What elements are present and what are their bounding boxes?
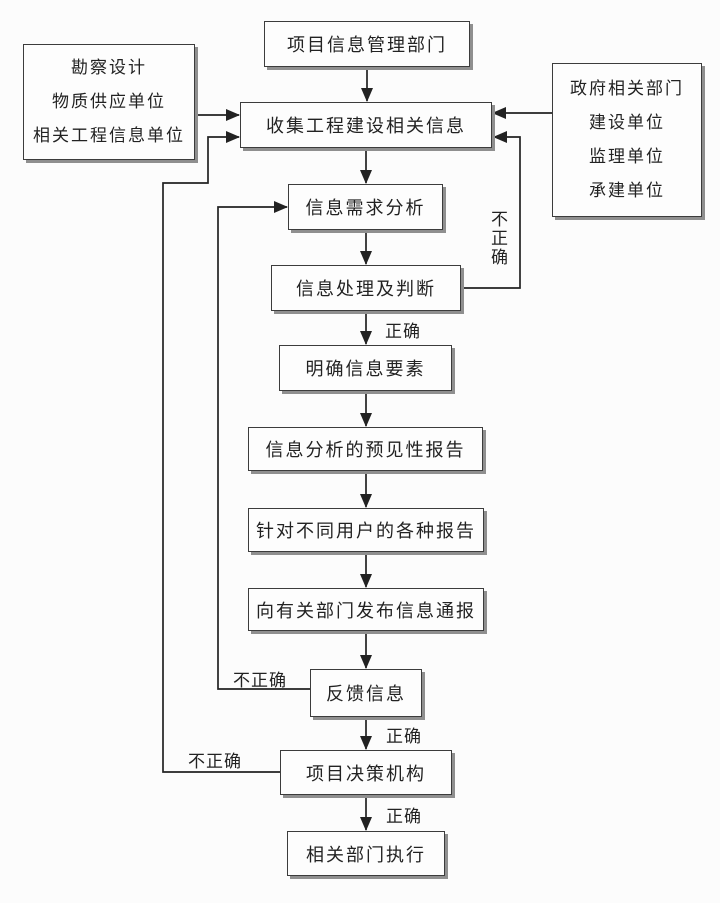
node-label: 项目决策机构 <box>306 763 426 785</box>
node-collect-info: 收集工程建设相关信息 <box>240 102 492 148</box>
edge-label-correct-feedback: 正确 <box>386 727 422 747</box>
node-label: 信息处理及判断 <box>296 279 436 300</box>
node-label: 反馈信息 <box>326 684 406 705</box>
node-label: 项目信息管理部门 <box>287 35 447 56</box>
node-label: 向有关部门发布信息通报 <box>256 600 476 622</box>
node-project-info-dept: 项目信息管理部门 <box>264 21 470 67</box>
node-label: 监理单位 <box>589 147 665 167</box>
node-user-reports: 针对不同用户的各种报告 <box>248 508 484 552</box>
node-clarify-elements: 明确信息要素 <box>279 345 452 391</box>
node-demand-analysis: 信息需求分析 <box>288 184 443 230</box>
edge-label-correct-decision: 正确 <box>386 807 422 827</box>
edge-label-incorrect-decision: 不正确 <box>188 752 242 772</box>
edge-label-correct-process: 正确 <box>385 322 421 342</box>
node-label: 承建单位 <box>589 181 665 201</box>
node-label: 相关部门执行 <box>306 844 426 866</box>
node-label: 相关工程信息单位 <box>33 126 185 146</box>
node-label: 建设单位 <box>589 113 665 133</box>
node-feedback-info: 反馈信息 <box>310 669 422 717</box>
edge-label-incorrect-feedback: 不正确 <box>233 671 287 691</box>
node-left-sources: 勘察设计 物质供应单位 相关工程信息单位 <box>23 44 195 160</box>
node-label: 针对不同用户的各种报告 <box>256 521 476 542</box>
node-label: 信息需求分析 <box>305 198 426 219</box>
node-process-judge: 信息处理及判断 <box>271 265 461 311</box>
node-label: 收集工程建设相关信息 <box>266 116 466 137</box>
node-label: 政府相关部门 <box>570 79 684 99</box>
node-execute-dept: 相关部门执行 <box>287 831 445 876</box>
node-right-sources: 政府相关部门 建设单位 监理单位 承建单位 <box>552 63 702 217</box>
node-label: 明确信息要素 <box>305 359 426 380</box>
node-decision-body: 项目决策机构 <box>280 750 452 795</box>
node-label: 勘察设计 <box>71 58 147 78</box>
edge-label-incorrect-process: 不正确 <box>491 210 508 268</box>
node-forecast-report: 信息分析的预见性报告 <box>248 427 483 471</box>
node-label: 物质供应单位 <box>52 92 166 112</box>
node-label: 信息分析的预见性报告 <box>265 440 466 461</box>
node-publish-bulletin: 向有关部门发布信息通报 <box>248 588 484 631</box>
